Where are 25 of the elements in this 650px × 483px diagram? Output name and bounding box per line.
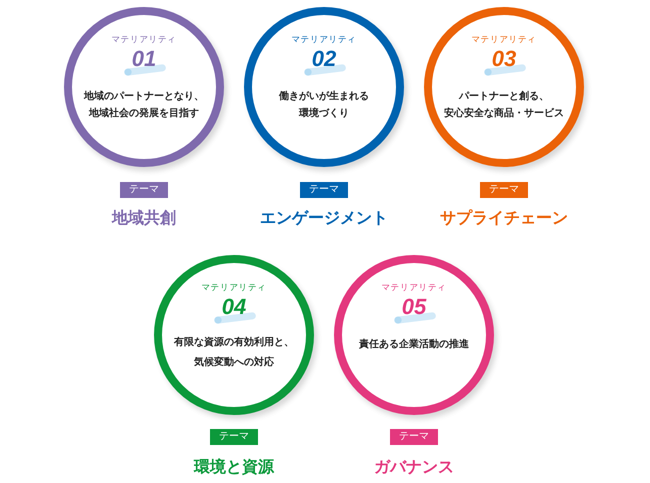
materiality-label: マテリアリティ (201, 283, 267, 293)
theme-title: 地域共創 (112, 208, 176, 228)
materiality-label: マテリアリティ (471, 35, 537, 45)
theme-title: サプライチェーン (440, 208, 568, 228)
theme-badge: テーマ (390, 429, 438, 445)
materiality-description: 働きがいが生まれる環境づくり (279, 90, 369, 121)
theme-title: エンゲージメント (260, 208, 388, 228)
materiality-number: 03 (492, 48, 516, 70)
theme-title: 環境と資源 (194, 457, 274, 477)
materiality-label: マテリアリティ (381, 283, 447, 293)
theme-badge: テーマ (120, 182, 168, 198)
theme-badge: テーマ (480, 182, 528, 198)
theme-title: ガバナンス (374, 457, 454, 477)
materiality-description: 責任ある企業活動の推進 (359, 338, 469, 352)
theme-badge: テーマ (300, 182, 348, 198)
theme-badge: テーマ (210, 429, 258, 445)
materiality-number: 04 (222, 296, 246, 318)
materiality-label: マテリアリティ (291, 35, 357, 45)
materiality-number: 01 (132, 48, 156, 70)
materiality-description: パートナーと創る、安心安全な商品・サービス (444, 90, 564, 121)
materiality-label: マテリアリティ (111, 35, 177, 45)
materiality-description: 有限な資源の有効利用と、気候変動への対応 (174, 336, 294, 370)
materiality-description: 地域のパートナーとなり、地域社会の発展を目指す (84, 90, 204, 121)
materiality-number: 05 (402, 296, 426, 318)
materiality-number: 02 (312, 48, 336, 70)
